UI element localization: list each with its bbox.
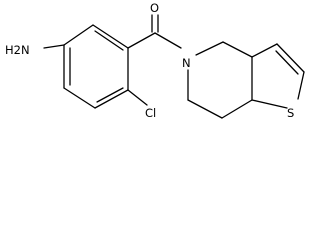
bond-carbonyl-nitrogen: [154, 32, 182, 49]
bond-n-ch2-top: [195, 41, 224, 56]
bond-ch2-ch2: [187, 99, 223, 119]
substituent-bonds: [43, 14, 182, 106]
fused-ring-system: [187, 41, 305, 119]
bond-ring-carbonyl: [127, 32, 156, 49]
bond-ring-inner-top-right: [94, 30, 124, 51]
sulfur-label: S: [287, 106, 294, 120]
bond-c3a-c3: [251, 43, 278, 58]
benzene-ring: [63, 24, 129, 109]
bond-chlorine: [127, 89, 148, 106]
bond-c3-c2-inner: [275, 50, 299, 75]
molecule-structure: H2N O N Cl S: [5, 1, 305, 120]
bond-c3-c2: [276, 43, 305, 73]
bond-ring-inner-bottom-right: [96, 87, 124, 103]
bond-ring-top-left: [63, 24, 94, 46]
bond-ch2-c3a: [222, 41, 253, 58]
chlorine-label: Cl: [145, 106, 156, 120]
bond-ring-bottom-left: [63, 87, 96, 109]
bond-ring-bottom-right: [94, 89, 129, 109]
nitrogen-label: N: [182, 56, 191, 70]
oxygen-label: O: [150, 1, 159, 15]
bond-ring-top-right: [92, 24, 129, 49]
amine-label: H2N: [5, 43, 30, 57]
bond-s-c7a: [251, 99, 288, 109]
bond-amine: [43, 44, 65, 49]
bond-c2-s: [297, 71, 305, 100]
bond-ch2-c7a: [221, 99, 253, 119]
